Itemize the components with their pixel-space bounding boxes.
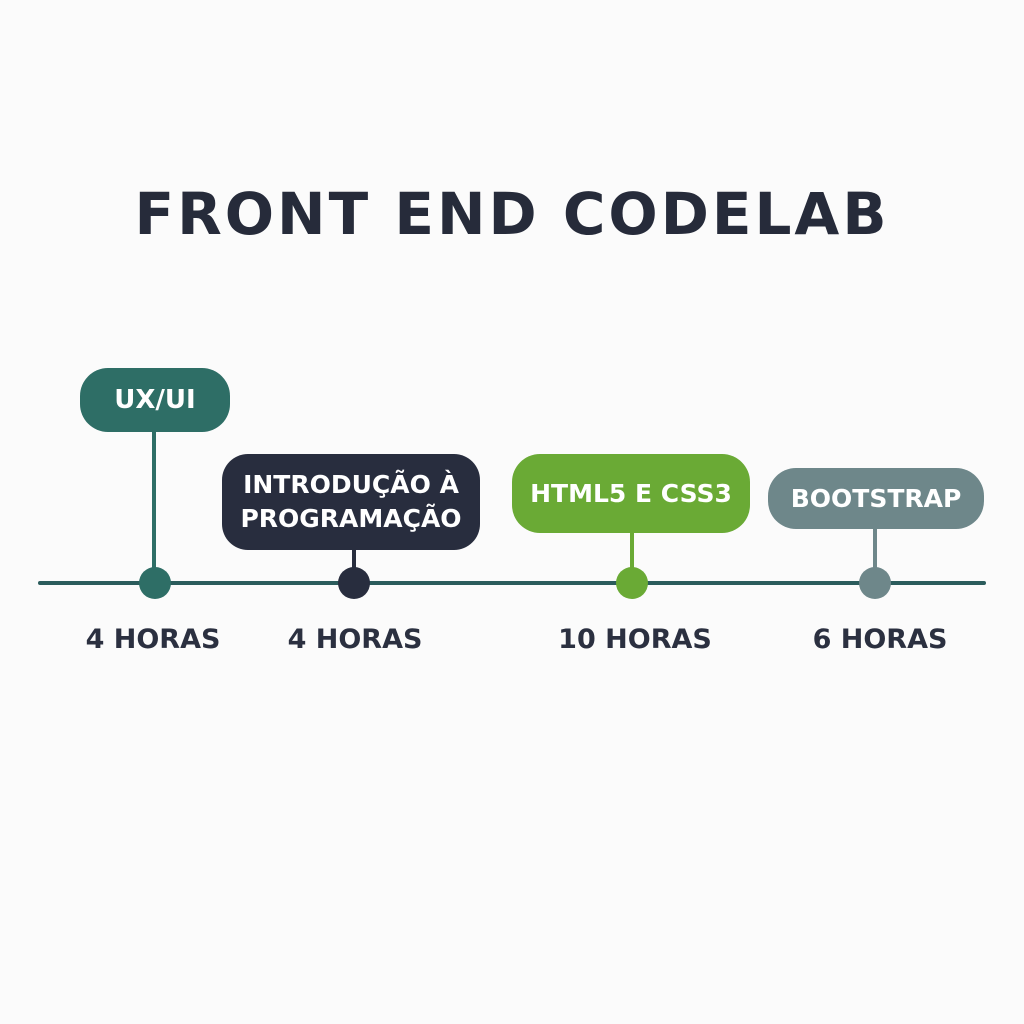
milestone-html: HTML5 E CSS3: [512, 454, 750, 533]
node-bootstrap: [859, 567, 891, 599]
milestone-uxui: UX/UI: [80, 368, 230, 432]
stem-uxui: [152, 430, 156, 580]
milestone-label: HTML5 E CSS3: [530, 478, 732, 508]
milestone-label: UX/UI: [114, 385, 196, 415]
hours-html: 10 HORAS: [558, 624, 712, 655]
node-intro: [338, 567, 370, 599]
milestone-label: BOOTSTRAP: [790, 483, 962, 513]
milestone-bootstrap: BOOTSTRAP: [768, 468, 984, 529]
stem-html: [630, 530, 634, 580]
timeline-axis: [38, 581, 986, 585]
node-html: [616, 567, 648, 599]
hours-intro: 4 HORAS: [287, 624, 423, 655]
hours-bootstrap: 6 HORAS: [812, 624, 948, 655]
stem-bootstrap: [873, 527, 877, 580]
milestone-intro: INTRODUÇÃO À PROGRAMAÇÃO: [222, 454, 480, 550]
node-uxui: [139, 567, 171, 599]
diagram-title: FRONT END CODELAB: [134, 180, 890, 248]
stem-intro: [352, 548, 356, 580]
milestone-label: INTRODUÇÃO À PROGRAMAÇÃO: [240, 470, 462, 533]
hours-uxui: 4 HORAS: [85, 624, 221, 655]
